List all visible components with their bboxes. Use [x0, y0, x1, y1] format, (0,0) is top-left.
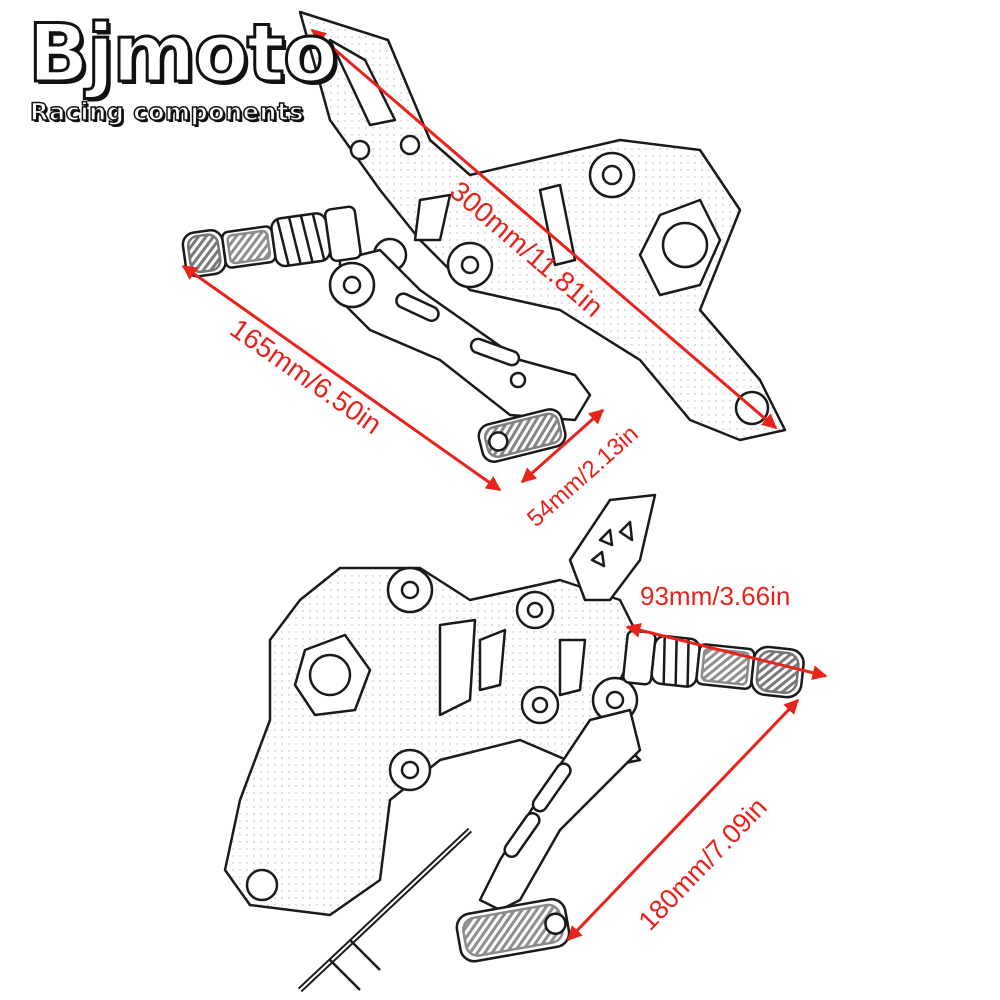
dimension-arrow-overall-length	[310, 28, 778, 430]
dimension-label-peg-to-shifter: 165mm/6.50in	[225, 313, 388, 441]
rearset-bottom-drawing	[223, 493, 805, 993]
brand-logo: Bjmoto	[27, 7, 340, 100]
dimension-label-lever-length: 180mm/7.09in	[633, 792, 773, 936]
dimension-lines	[181, 28, 828, 942]
dimension-arrow-peg-length	[625, 622, 828, 681]
dimension-arrow-lever-length	[566, 698, 800, 942]
dimension-label-peg-length: 93mm/3.66in	[640, 581, 790, 611]
dimension-arrow-peg-to-shifter	[181, 264, 502, 492]
dimension-arrow-shifter-pad	[520, 408, 605, 484]
brand-tagline: Racing components	[29, 98, 304, 126]
